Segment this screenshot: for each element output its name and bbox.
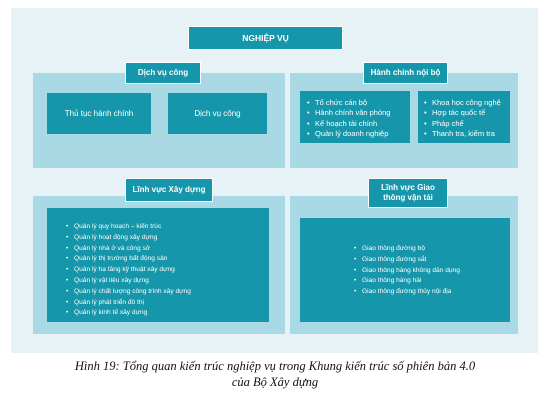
hanh-chinh-noi-bo-panel: Tổ chức cán bộ Hành chính văn phòng Kế h… <box>290 73 518 168</box>
hanh-chinh-left-box: Tổ chức cán bộ Hành chính văn phòng Kế h… <box>300 91 410 143</box>
caption-line2: của Bộ Xây dựng <box>231 375 319 389</box>
list-item: Hợp tác quốc tế <box>424 108 510 119</box>
caption-line1: Hình 19: Tổng quan kiến trúc nghiệp vụ t… <box>74 359 476 373</box>
list-item: Giao thông đường sắt <box>354 255 510 266</box>
figure-caption: Hình 19: Tổng quan kiến trúc nghiệp vụ t… <box>0 358 550 390</box>
list-item: Giao thông đường thủy nội địa <box>354 287 510 298</box>
nghiep-vu-title: NGHIỆP VỤ <box>188 26 343 50</box>
list-item: Quản lý quy hoạch – kiến trúc <box>66 222 269 233</box>
giao-thong-list-box: Giao thông đường bộ Giao thông đường sắt… <box>300 218 510 322</box>
list-item: Tổ chức cán bộ <box>307 98 410 109</box>
hanh-chinh-right-box: Khoa học công nghệ Hợp tác quốc tế Pháp … <box>418 91 510 143</box>
xay-dung-panel: Quản lý quy hoạch – kiến trúc Quản lý ho… <box>33 196 285 334</box>
list-item: Quản lý vật liệu xây dựng <box>66 276 269 287</box>
dich-vu-cong-box: Dịch vụ công <box>168 93 267 134</box>
xay-dung-list-box: Quản lý quy hoạch – kiến trúc Quản lý ho… <box>47 208 269 322</box>
xay-dung-title: Lĩnh vực Xây dựng <box>125 178 213 202</box>
giao-thong-panel: Giao thông đường bộ Giao thông đường sắt… <box>290 196 518 334</box>
list-item: Pháp chế <box>424 119 510 130</box>
list-item: Giao thông hàng không dân dụng <box>354 266 510 277</box>
list-item: Khoa học công nghệ <box>424 98 510 109</box>
list-item: Quản lý hoạt động xây dựng <box>66 233 269 244</box>
giao-thong-title: Lĩnh vực Giao thông vận tải <box>368 178 448 208</box>
list-item: Giao thông đường bộ <box>354 244 510 255</box>
list-item: Thanh tra, kiểm tra <box>424 129 510 140</box>
list-item: Quản lý phát triển đô thị <box>66 298 269 309</box>
thu-tuc-hanh-chinh-box: Thủ tục hành chính <box>47 93 151 134</box>
list-item: Quản lý nhà ở và công sở <box>66 244 269 255</box>
giao-thong-title-line1: Lĩnh vực Giao <box>381 183 435 192</box>
list-item: Quản lý kinh tế xây dựng <box>66 308 269 319</box>
giao-thong-title-line2: thông vận tải <box>383 193 433 202</box>
list-item: Quản lý thị trường bất động sản <box>66 254 269 265</box>
dich-vu-cong-panel: Thủ tục hành chính Dịch vụ công <box>33 73 285 168</box>
list-item: Kế hoạch tài chính <box>307 119 410 130</box>
list-item: Hành chính văn phòng <box>307 108 410 119</box>
list-item: Quản lý hạ tầng kỹ thuật xây dựng <box>66 265 269 276</box>
list-item: Giao thông hàng hải <box>354 276 510 287</box>
diagram-frame: NGHIỆP VỤ Thủ tục hành chính Dịch vụ côn… <box>11 8 538 353</box>
dich-vu-cong-title: Dịch vụ công <box>125 62 201 84</box>
list-item: Quản lý chất lượng công trình xây dựng <box>66 287 269 298</box>
list-item: Quản lý doanh nghiệp <box>307 129 410 140</box>
hanh-chinh-noi-bo-title: Hành chính nội bộ <box>363 62 448 84</box>
